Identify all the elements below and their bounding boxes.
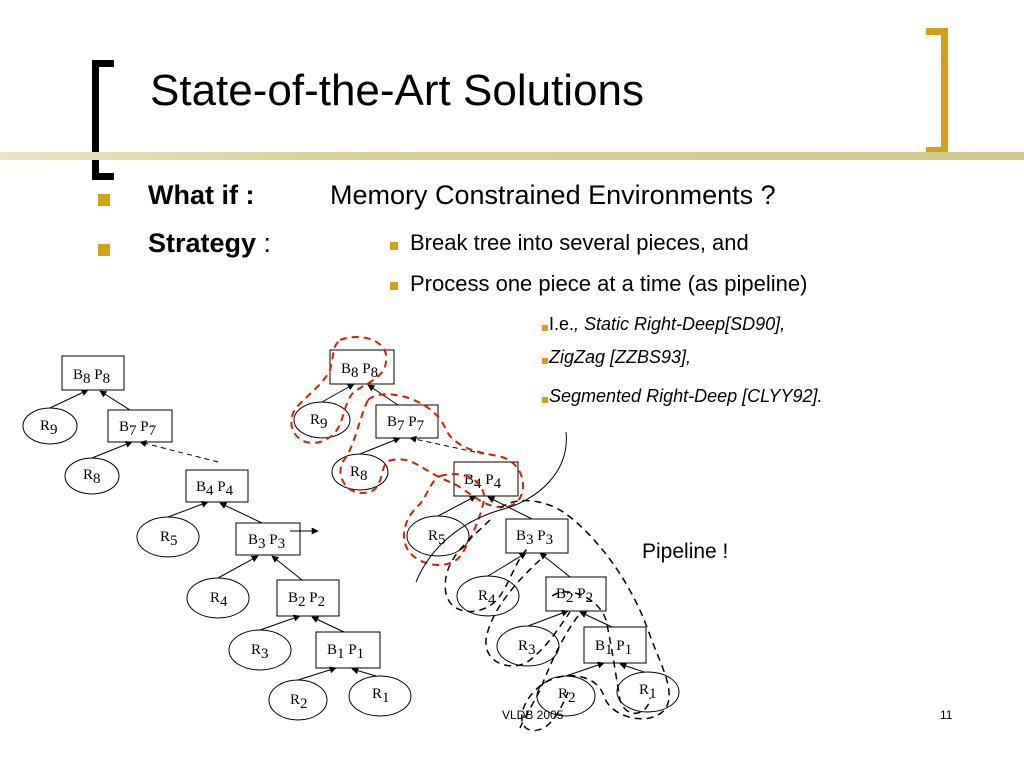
- black-piece-4: [551, 591, 651, 714]
- svg-text:R2: R2: [290, 692, 308, 712]
- strategy-line: Strategy :: [148, 228, 271, 259]
- node-b2p2: [276, 579, 340, 617]
- svg-text:B4 P4: B4 P4: [464, 472, 502, 492]
- black-pipeline-pieces: [444, 499, 670, 732]
- ref-zigzag: ZigZag [ZZBS93],: [549, 347, 692, 367]
- svg-text:B4 P4: B4 P4: [196, 479, 234, 499]
- ref-ie-prefix: I.e.: [549, 314, 575, 334]
- bullet-square-icon: [98, 244, 110, 256]
- ref-segmented: Segmented Right-Deep [CLYY92].: [549, 386, 823, 406]
- sub-bullet-1: Break tree into several pieces, and: [410, 230, 749, 255]
- ref-bullet-icon: [542, 358, 548, 364]
- svg-text:B3 P3: B3 P3: [516, 528, 553, 548]
- svg-text:R5: R5: [428, 528, 446, 548]
- left-tree-labels: B8 P8 R9 B7 P7 R8 B4 P4 R5 B3 P3 R4 B2 P…: [40, 367, 390, 712]
- ref-ie: I.e., Static Right-Deep[SD90],: [549, 314, 785, 335]
- strategy-label: Strategy: [148, 228, 257, 258]
- node-b8p8: [61, 355, 125, 391]
- title-bracket-right: [926, 28, 948, 154]
- svg-text:B8 P8: B8 P8: [73, 367, 110, 387]
- node-b3p3: [235, 522, 301, 556]
- node-b1p1-r: [583, 626, 647, 664]
- black-piece-3: [485, 559, 571, 667]
- node-b1p1: [315, 631, 381, 669]
- separator-curve: [415, 431, 567, 583]
- slide-title: State-of-the-Art Solutions: [150, 66, 645, 115]
- sub-bullet-icon: [390, 282, 398, 290]
- svg-text:B8 P8: B8 P8: [341, 361, 378, 381]
- svg-text:R4: R4: [210, 590, 228, 610]
- black-piece-5: [519, 615, 579, 729]
- svg-text:R1: R1: [639, 682, 657, 702]
- svg-text:R9: R9: [310, 412, 328, 432]
- sub-bullet-2: Process one piece at a time (as pipeline…: [410, 271, 808, 296]
- svg-text:R3: R3: [518, 638, 536, 658]
- left-tree: [22, 355, 412, 721]
- svg-text:B2 P2: B2 P2: [556, 586, 593, 606]
- pipeline-label: Pipeline !: [642, 540, 729, 563]
- svg-text:R5: R5: [160, 529, 178, 549]
- svg-text:R8: R8: [350, 464, 368, 484]
- svg-text:B2 P2: B2 P2: [288, 590, 325, 610]
- node-b4p4-r: [453, 461, 519, 497]
- ref-bullet-icon: [542, 325, 548, 331]
- node-b2p2-r: [545, 576, 607, 612]
- svg-text:B7 P7: B7 P7: [387, 414, 425, 434]
- svg-text:R3: R3: [251, 642, 269, 662]
- red-piece-3: [402, 473, 486, 567]
- strategy-colon: :: [256, 228, 272, 258]
- right-tree: [293, 349, 680, 717]
- svg-text:B1 P1: B1 P1: [327, 642, 364, 662]
- sub-bullet-icon: [390, 242, 398, 250]
- right-tree-labels: B8 P8 R9 B7 P7 R8 B4 P4 R5 B3 P3 R4 B2 P…: [310, 361, 657, 706]
- svg-text:R1: R1: [372, 686, 390, 706]
- node-r1-r: [616, 671, 680, 713]
- whatif-text: Memory Constrained Environments ?: [330, 180, 776, 210]
- ref-bullet-icon: [542, 397, 548, 403]
- svg-text:R8: R8: [83, 467, 101, 487]
- whatif-label: What if :: [148, 180, 255, 210]
- svg-text:R9: R9: [40, 418, 58, 438]
- red-piece-2: [339, 393, 525, 509]
- black-piece-1: [499, 499, 670, 732]
- node-b7p7-r: [375, 404, 439, 439]
- bullet-square-icon: [98, 194, 110, 206]
- node-b4p4: [185, 469, 249, 503]
- svg-text:R4: R4: [478, 588, 496, 608]
- black-piece-2: [444, 519, 529, 613]
- red-pipeline-pieces: [290, 336, 525, 567]
- ref-ie-text: , Static Right-Deep[SD90],: [574, 314, 786, 334]
- node-r1: [348, 675, 412, 717]
- title-underline-bar: [0, 152, 1024, 160]
- title-bracket-left: [92, 60, 114, 180]
- svg-text:B3 P3: B3 P3: [248, 532, 285, 552]
- page-number: 11: [940, 708, 953, 722]
- footer-center: VLDB 2005: [502, 708, 564, 722]
- node-b3p3-r: [505, 518, 569, 554]
- red-piece-1: [290, 336, 388, 444]
- svg-text:B7 P7: B7 P7: [119, 419, 157, 439]
- svg-text:B1 P1: B1 P1: [595, 638, 632, 658]
